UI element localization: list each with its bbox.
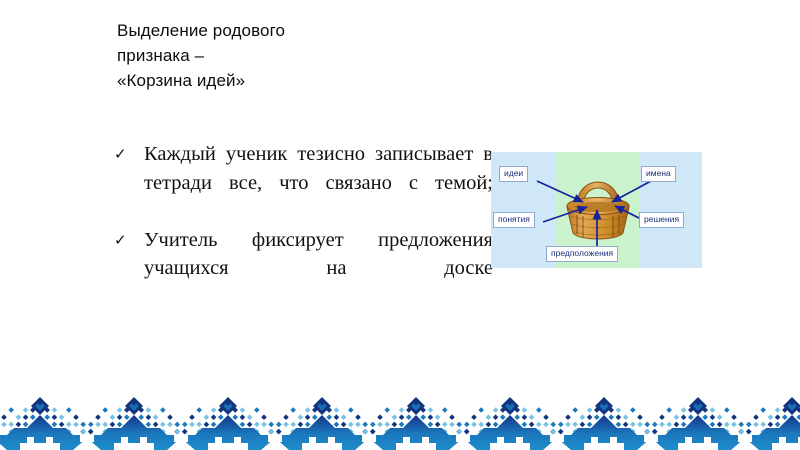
bullet-list: ✓ Каждый ученик тезисно записывает в тет… (108, 140, 493, 311)
figure-label-assumptions: предположения (546, 246, 619, 262)
basket-of-ideas-image: идеи имена понятия решения предположения (491, 152, 702, 268)
figure-label-concepts: понятия (493, 212, 535, 228)
decorative-border-ornament (0, 397, 800, 450)
figure-label-solutions: решения (639, 212, 685, 228)
figure-arrows (536, 180, 652, 248)
check-icon: ✓ (114, 145, 127, 163)
list-item: ✓ Учитель фиксирует предложения учащихся… (108, 226, 493, 312)
figure-label-ideas: идеи (499, 166, 529, 182)
list-item-label: Учитель фиксирует предложения учащихся н… (144, 228, 493, 280)
check-icon: ✓ (114, 230, 127, 249)
list-item: ✓ Каждый ученик тезисно записывает в тет… (108, 140, 493, 226)
page-title: Выделение родового признака – «Корзина и… (117, 21, 286, 90)
list-item-label: Каждый ученик тезисно записывает в тетра… (144, 143, 493, 194)
figure-label-names: имена (641, 166, 676, 182)
